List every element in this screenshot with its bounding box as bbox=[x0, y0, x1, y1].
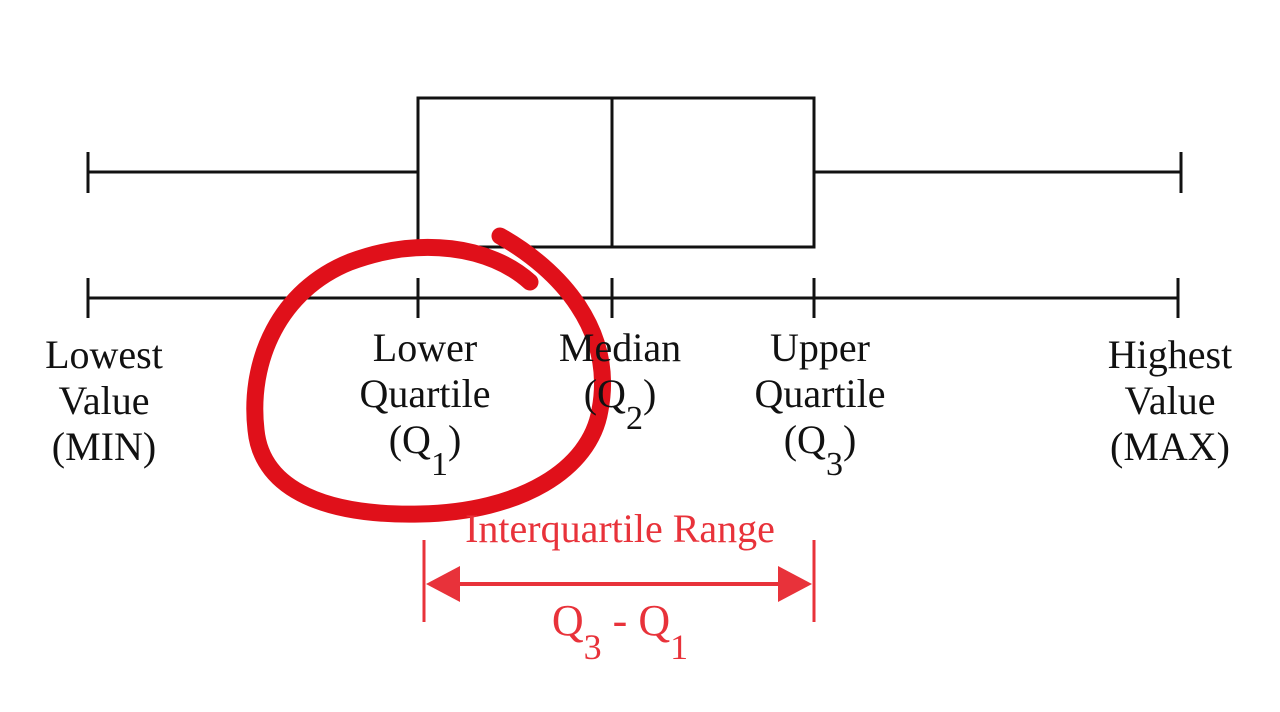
label-lowest-value: Lowest Value (MIN) bbox=[45, 332, 163, 469]
label-lower-quartile: Lower Quartile (Q1) bbox=[340, 325, 510, 483]
label-highest-value: Highest Value (MAX) bbox=[1107, 332, 1233, 469]
q2-symbol: (Q2) bbox=[583, 371, 657, 437]
q3-symbol: (Q3) bbox=[783, 417, 857, 483]
iqr-title: Interquartile Range bbox=[465, 506, 775, 551]
iqr-formula: Q3 - Q1 bbox=[551, 596, 689, 667]
hand-drawn-circle-annotation bbox=[246, 227, 611, 523]
label-median: Median (Q2) bbox=[540, 325, 700, 437]
interquartile-box bbox=[416, 96, 816, 249]
label-upper-quartile: Upper Quartile (Q3) bbox=[735, 325, 905, 483]
iqr-arrow-left-head bbox=[426, 566, 460, 602]
q1-symbol: (Q1) bbox=[388, 417, 462, 483]
iqr-arrow-right-head bbox=[778, 566, 812, 602]
